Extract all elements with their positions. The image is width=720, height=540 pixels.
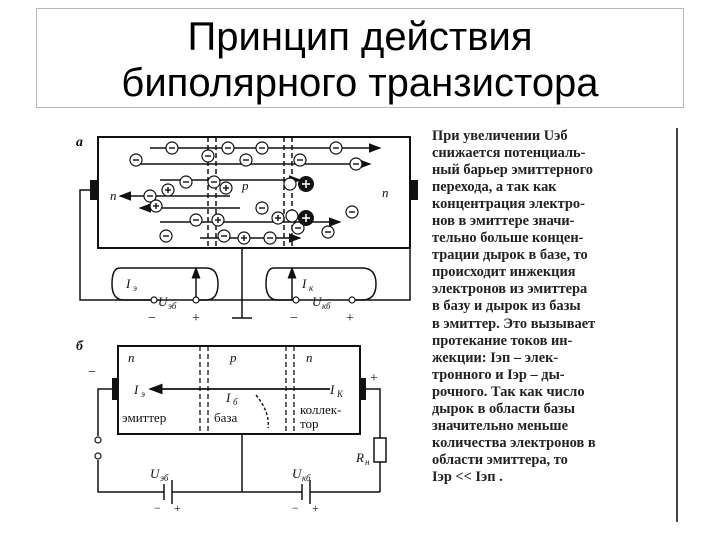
resistor-sub-b: н [365,457,370,467]
explanation-line: перехода, а так как [432,179,557,196]
plus-sign-a1: + [192,311,200,326]
explanation-line: электронов из эмиттера [432,281,588,298]
minus-sign-b3: − [292,501,299,515]
ik-sub-a: к [309,283,314,293]
plus-sign-b1: + [370,371,378,386]
base-name-b: база [214,410,238,425]
region-n-left-a: n [110,188,117,203]
ik-label-b: I [329,382,335,397]
terminal-b-bottom [94,452,102,460]
explanation-text: При увеличении Uэб снижается потенциаль-… [432,128,648,486]
region-p-a: p [241,178,249,193]
region-n-right-b: n [306,350,313,365]
title-line-2: биполярного транзистора [121,61,599,105]
ueb-sub-a: эб [168,301,177,311]
title-frame [36,8,684,108]
emitter-contact-b [112,378,118,400]
explanation-line: жекции: Iэп – элек- [432,349,559,366]
minus-sign-a2: − [290,311,298,326]
base-current-arrow-b [255,394,269,429]
ib-sub-b: б [233,397,238,407]
ib-label-b: I [225,390,231,405]
page-edge-line [676,128,678,522]
region-p-b: p [229,350,237,365]
fixed-ion-markers [283,176,314,226]
explanation-line: значительно меньше [432,417,568,434]
ukb-label-b: U [292,466,303,481]
emitter-name-b: эмиттер [122,410,166,425]
ukb-label-a: U [312,294,323,309]
circuit-b [97,388,387,504]
plus-sign-b3: + [312,501,319,515]
ueb-label-b: U [150,466,161,481]
minus-sign-b1: − [88,365,96,380]
ik-label-a: I [301,276,307,291]
ie-sub-b: э [141,389,145,399]
panel-label-b: б [76,339,84,354]
figure-a: а n p n [76,135,418,326]
emitter-contact-a [90,180,98,200]
explanation-line: происходит инжекция [432,264,576,281]
explanation-line: рочного. Так как число [432,383,585,400]
ie-label-b: I [133,382,139,397]
explanation-line: ный барьер эмиттерного [432,162,593,179]
collector-contact-b [360,378,366,400]
region-n-left-b: n [128,350,135,365]
ueb-sub-b: эб [160,473,169,483]
panel-label-a: а [76,135,83,150]
slide-title: Принцип действия биполярного транзистора [36,14,684,106]
explanation-line: концентрация электро- [432,196,585,213]
explanation-line: нов в эмиттере значи- [432,213,575,230]
circuit-a-terminals [150,296,356,304]
figure-b: б n p n I э I б I К эмиттер база коллек-… [76,339,387,515]
explanation-line: области эмиттера, то [432,451,568,468]
ie-label-a: I [125,276,131,291]
minus-sign-b2: − [154,501,161,515]
explanation-line: тронного и Iэр – ды- [432,366,565,383]
explanation-line: тельно больше концен- [432,230,584,247]
electron-minus-signs [133,147,359,239]
explanation-line: Iэр << Iэп . [432,468,503,485]
explanation-line: дырок в области базы [432,400,576,417]
title-line-1: Принцип действия [187,15,533,59]
hole-plus-signs [153,185,281,241]
ik-sub-b: К [336,389,344,399]
plus-sign-a2: + [346,311,354,326]
explanation-line: снижается потенциаль- [432,145,586,162]
explanation-line: в эмиттер. Это вызывает [432,315,596,332]
explanation-line: трации дырок в базе, то [432,247,588,264]
resistor-label-b: R [355,450,364,465]
plus-sign-b2: + [174,501,181,515]
collector-name-b-1: коллек- [300,402,341,417]
collector-name-b-2: тор [300,416,319,431]
minus-sign-a1: − [148,311,156,326]
circuit-a [79,189,418,319]
explanation-line: количества электронов в [432,434,596,451]
terminal-b-top [94,436,102,444]
explanation-line: в базу и дырок из базы [432,298,581,315]
ie-sub-a: э [133,283,137,293]
ueb-label-a: U [158,294,169,309]
ukb-sub-a: кб [322,301,331,311]
explanation-line: протекание токов ин- [432,332,573,349]
explanation-line: При увеличении Uэб [432,128,568,144]
region-n-right-a: n [382,185,389,200]
ukb-sub-b: кб [302,473,311,483]
